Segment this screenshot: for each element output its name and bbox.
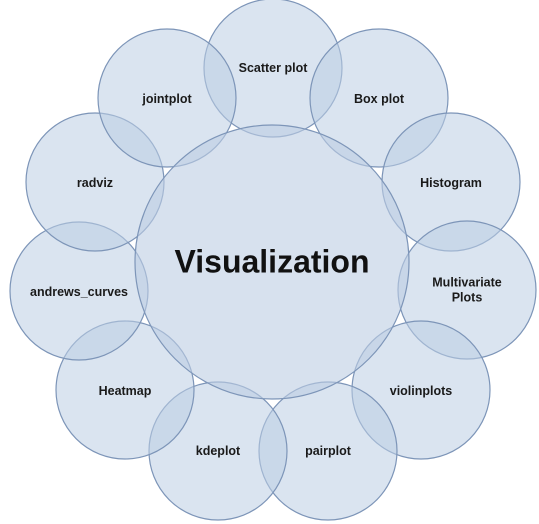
node-label-violinplots: violinplots xyxy=(390,384,453,398)
node-label-histogram: Histogram xyxy=(420,176,482,190)
node-label-jointplot: jointplot xyxy=(141,92,192,106)
node-circle-jointplot xyxy=(97,28,237,168)
outer-circles-group xyxy=(9,0,537,521)
node-label-radviz: radviz xyxy=(77,176,113,190)
node-label-kdeplot: kdeplot xyxy=(196,444,241,458)
node-label-pairplot: pairplot xyxy=(305,444,352,458)
node-label-box-plot: Box plot xyxy=(354,92,405,106)
node-label-scatter-plot: Scatter plot xyxy=(239,61,309,75)
node-label-heatmap: Heatmap xyxy=(99,384,152,398)
center-node: Visualization xyxy=(134,124,410,400)
center-circle xyxy=(134,124,410,400)
center-label: Visualization xyxy=(174,243,369,279)
node-label-andrews-curves: andrews_curves xyxy=(30,285,128,299)
